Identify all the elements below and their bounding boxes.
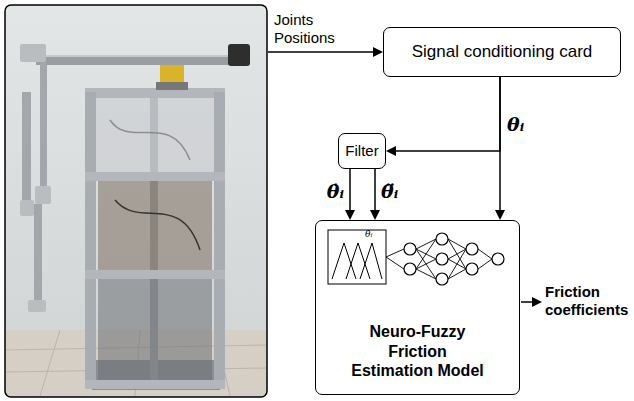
connector-line	[394, 77, 500, 151]
signal-symbol: θᵢ	[506, 114, 525, 135]
connector-line	[349, 169, 351, 212]
neuro-fuzzy-icon	[316, 221, 516, 293]
process-box: Signal conditioning card	[383, 27, 621, 77]
node-text: Filter	[345, 142, 378, 160]
robot-photo	[5, 5, 267, 397]
signal-symbol: θ̈ᵢ	[380, 181, 399, 202]
connector-line	[374, 169, 376, 212]
connector	[345, 169, 355, 220]
node-text: Neuro-Fuzzy Friction Estimation Model	[347, 322, 489, 380]
connector	[370, 169, 380, 220]
output-label: Friction coefficients	[545, 283, 633, 319]
connector	[495, 77, 505, 220]
icon-symbol: θ̇ᵢ	[365, 229, 385, 240]
arrowhead	[370, 210, 380, 220]
node-text: Signal conditioning card	[412, 42, 593, 62]
filter-box: Filter	[338, 133, 386, 169]
photo-frame	[5, 5, 267, 397]
arrowhead	[495, 210, 505, 220]
arrowhead	[345, 210, 355, 220]
signal-label: Joints Positions	[274, 11, 354, 47]
model-box: Neuro-Fuzzy Friction Estimation Model	[315, 220, 520, 395]
connector	[386, 77, 500, 156]
arrowhead	[386, 146, 396, 156]
connector-line	[499, 77, 501, 212]
signal-symbol: θ̇ᵢ	[326, 181, 345, 202]
